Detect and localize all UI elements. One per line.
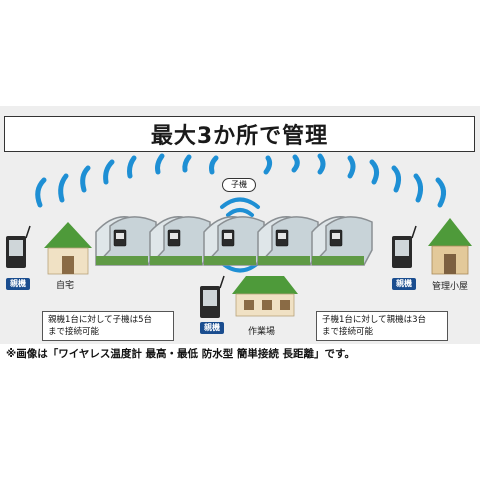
- wave-arc: [103, 159, 115, 185]
- signal-waves: [35, 153, 446, 208]
- note-right-line2: まで接続可能: [322, 327, 374, 337]
- note-right-line1: 子機1台に対して親機は3台: [322, 315, 427, 325]
- child-units: [113, 229, 343, 247]
- shed-building: [428, 218, 472, 275]
- wave-arc: [413, 173, 424, 203]
- wave-arc: [291, 154, 300, 173]
- parent-devices: [6, 225, 417, 318]
- wave-arc: [391, 165, 402, 193]
- workshop-building: [232, 276, 298, 317]
- wave-arc: [80, 165, 91, 193]
- note-left: 親機1台に対して子機は5台 まで接続可能: [42, 311, 174, 341]
- location-workshop: 作業場: [248, 327, 276, 337]
- home-house: [44, 222, 92, 275]
- wave-arc: [369, 159, 380, 185]
- wave-arc: [435, 177, 446, 208]
- illustration: [6, 153, 472, 318]
- page-title: 最大3か所で管理: [150, 124, 329, 149]
- parent-badge-workshop: 親機: [200, 322, 224, 334]
- parent-device-shed: [392, 225, 417, 268]
- parent-badge-home: 親機: [6, 278, 30, 290]
- location-shed: 管理小屋: [432, 282, 469, 292]
- location-home: 自宅: [56, 281, 75, 291]
- wave-arc: [58, 173, 69, 203]
- parent-device-workshop: [200, 275, 225, 318]
- child-unit-label: 子機: [222, 178, 256, 192]
- wave-arc: [182, 154, 192, 173]
- wave-arc: [263, 155, 273, 175]
- note-right: 子機1台に対して親機は3台 まで接続可能: [316, 311, 448, 341]
- wave-arc: [347, 155, 356, 179]
- wave-arc: [209, 155, 219, 175]
- wave-arc: [317, 153, 326, 175]
- footnote: ※画像は「ワイヤレス温度計 最高・最低 防水型 簡単接続 長距離」です。: [6, 348, 355, 360]
- title-box: 最大3か所で管理: [4, 116, 475, 152]
- wave-arc: [155, 153, 165, 175]
- parent-device-home: [6, 225, 31, 268]
- wave-arc: [35, 177, 47, 208]
- parent-badge-shed: 親機: [392, 278, 416, 290]
- wave-arc: [127, 155, 137, 179]
- note-left-line1: 親機1台に対して子機は5台: [48, 315, 153, 325]
- note-left-line2: まで接続可能: [48, 327, 100, 337]
